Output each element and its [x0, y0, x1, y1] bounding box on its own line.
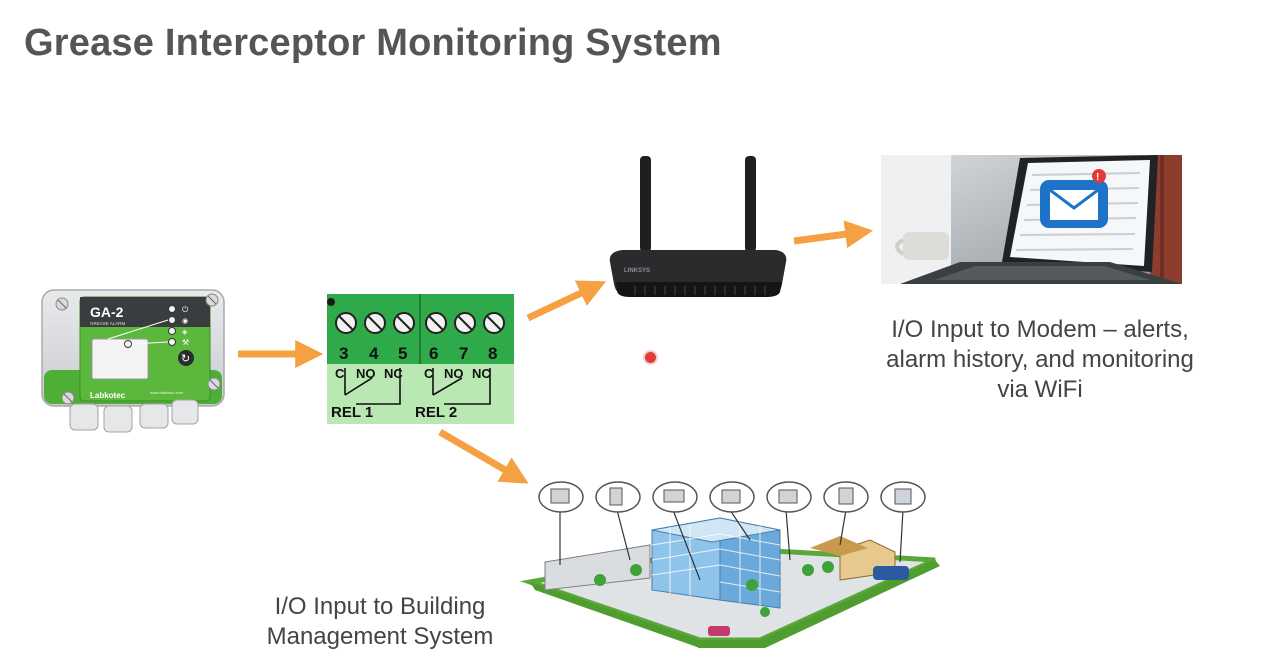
- svg-text:!: !: [1096, 172, 1099, 183]
- relay2-label: REL 2: [415, 404, 457, 421]
- relay-contact-label: NO: [444, 366, 464, 381]
- relay-contact-label: NO: [356, 366, 376, 381]
- car-icon: [708, 626, 730, 636]
- service-icon: [168, 338, 176, 346]
- terminal-number: 3: [339, 344, 348, 363]
- terminal-number: 6: [429, 344, 438, 363]
- arrow-terminal-to-router: [526, 280, 607, 322]
- terminal-number: 5: [398, 344, 407, 363]
- power-icon: [168, 305, 176, 313]
- relay1-label: REL 1: [331, 404, 373, 421]
- arrow-terminal-to-building: [438, 428, 529, 484]
- router: LINKSYS: [609, 156, 787, 297]
- modem-caption-line: via WiFi: [997, 376, 1083, 403]
- alarm-icon: [168, 316, 176, 324]
- svg-text:◉: ◉: [182, 317, 188, 325]
- reset-button-icon: [178, 350, 194, 366]
- svg-text:↻: ↻: [181, 352, 190, 365]
- terminal-block: 3 4 5 6 7 8 C NO NC C NO NC REL 1 REL 2: [327, 294, 514, 424]
- relay-contact-label: NC: [384, 366, 403, 381]
- device-brand-label: Labkotec: [90, 391, 126, 400]
- terminal-number: 8: [488, 344, 497, 363]
- svg-text:⏻: ⏻: [182, 305, 189, 314]
- relay-contact-label: C: [424, 366, 434, 381]
- sensor-icon: [168, 327, 176, 335]
- bms-caption-line: I/O Input to Building: [274, 593, 486, 620]
- svg-text:⚒: ⚒: [182, 338, 189, 347]
- notification-badge-icon: [1092, 169, 1106, 183]
- arrow-router-to-laptop: [793, 220, 874, 249]
- bms-caption: I/O Input to Building Management System: [230, 592, 530, 652]
- led-icon: [124, 340, 132, 348]
- modem-caption: I/O Input to Modem – alerts, alarm histo…: [850, 315, 1230, 405]
- modem-caption-line: alarm history, and monitoring: [886, 346, 1194, 373]
- laptop-email-image: !: [881, 155, 1182, 284]
- device-website-label: www.labkotec.com: [150, 390, 184, 395]
- terminal-number: 4: [369, 344, 379, 363]
- coffee-mug-icon: [903, 232, 949, 260]
- arrows: [238, 220, 874, 484]
- device-subtitle-label: GREASE ALARM: [90, 321, 126, 326]
- terminal-number: 7: [459, 344, 468, 363]
- device-model-label: GA-2: [90, 304, 124, 320]
- router-brand-label: LINKSYS: [624, 268, 650, 274]
- cursor-indicator-icon: [645, 352, 656, 363]
- ga2-device: GA-2 GREASE ALARM ⏻ ◉ ◈ ⚒ ↻ Labkotec www…: [41, 289, 225, 433]
- page-title: Grease Interceptor Monitoring System: [24, 22, 722, 64]
- van-icon: [873, 566, 909, 580]
- modem-caption-line: I/O Input to Modem – alerts,: [891, 316, 1189, 343]
- building-management-image: [520, 481, 940, 648]
- relay-contact-label: NC: [472, 366, 491, 381]
- relay-contact-label: C: [335, 366, 345, 381]
- bms-caption-line: Management System: [266, 623, 494, 650]
- svg-text:◈: ◈: [182, 328, 188, 336]
